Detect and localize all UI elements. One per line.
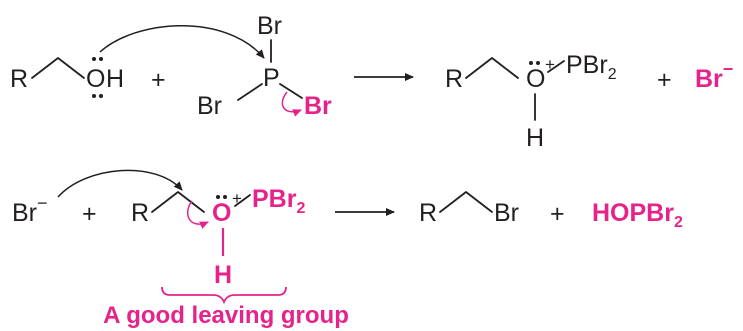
step1-alcohol-bonds (31, 57, 85, 79)
step1-pbr3-left-bond (237, 83, 263, 101)
step2-plus-1: + (82, 200, 97, 228)
step2-oxygen-lone-pair (216, 195, 227, 199)
step1-plus-1: + (151, 66, 166, 94)
step1-oxygen-label: O (86, 65, 105, 93)
step1-product-charge: + (545, 55, 555, 74)
step1-pbr3-top-br: Br (257, 12, 282, 40)
step1-attack-arrow (99, 25, 265, 59)
step2-leaving-arrow (187, 200, 209, 229)
step1-product-o-p-bond (547, 60, 565, 73)
step1-hydrogen-label: H (106, 65, 124, 93)
step2-substrate-bonds (151, 191, 205, 213)
step2-r-label: R (131, 199, 149, 227)
step1-plus-2: + (657, 66, 672, 94)
step1-product-h: H (526, 124, 544, 152)
step1-product-pbr2: PBr2 (566, 51, 617, 83)
step2-hydrogen: H (214, 261, 232, 289)
step1-equation: R O H + Br P Br Br R O + PBr2 H (10, 12, 733, 152)
step2-oxygen-charge: + (232, 189, 242, 208)
step1-r-label: R (10, 65, 28, 93)
leaving-group-caption: A good leaving group (103, 302, 349, 329)
step1-product-r: R (445, 65, 463, 93)
step2-plus-2: + (550, 200, 565, 228)
step1-bond-break-arrow (281, 91, 302, 117)
step2-oxygen: O (212, 199, 231, 227)
step2-product-br: Br (494, 199, 519, 227)
step2-o-p-bond (234, 194, 251, 207)
step2-bromide: Br− (12, 193, 48, 227)
step1-product-oxygen: O (526, 65, 545, 93)
step1-pbr3-right-br: Br (304, 92, 332, 120)
step1-pbr3-p: P (263, 64, 280, 92)
step1-product-bonds (465, 57, 519, 79)
step1-bromide: Br− (695, 59, 733, 93)
step1-pbr3-right-bond (279, 83, 303, 99)
step1-pbr3-left-br: Br (197, 92, 222, 120)
step2-byproduct: HOPBr2 (592, 199, 683, 231)
step1-oxygen-lone-pairs (92, 57, 103, 98)
leaving-group-brace (161, 286, 287, 305)
step2-product-bonds (439, 191, 493, 213)
step2-attack-arrow (57, 169, 183, 198)
step2-equation: Br− + R O + PBr2 H R Br + HOPBr2 (12, 169, 683, 305)
step2-product-r: R (419, 199, 437, 227)
step2-pbr2-group: PBr2 (252, 185, 305, 217)
step1-product-lone-pair (529, 61, 540, 65)
